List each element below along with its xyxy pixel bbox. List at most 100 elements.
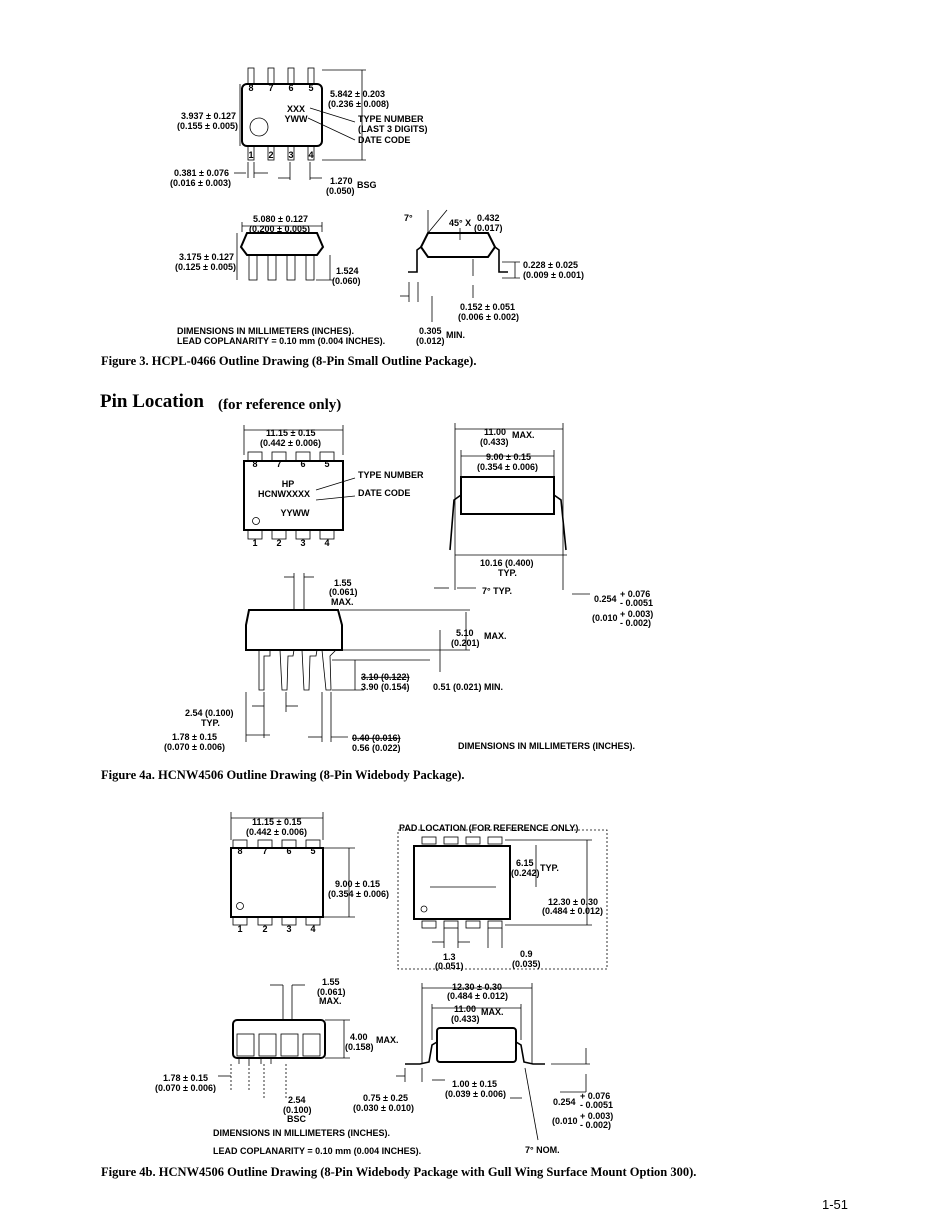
figure-4b-drawing: 8 7 6 5 1 2 3 4 11.15 ± 0.15 (0.442 ± 0.… <box>155 812 613 1156</box>
dim-length-in: (0.442 ± 0.006) <box>260 438 321 448</box>
pin-label: 8 <box>237 846 242 856</box>
dim-lead-width-mm: 1.78 ± 0.15 <box>163 1073 208 1083</box>
pin-label: 2 <box>276 538 281 548</box>
gullwing-max-in: (0.433) <box>451 1014 480 1024</box>
dim-pitch-suffix: BSC <box>287 1114 307 1124</box>
pad-total-mm: 12.30 ± 0.30 <box>548 897 598 907</box>
dim-lead-thk-in: (0.009 ± 0.001) <box>523 270 584 280</box>
dim-height-mm: 4.00 <box>350 1032 368 1042</box>
angle-label: 7° NOM. <box>525 1145 560 1155</box>
dim-width-mm: 5.842 ± 0.203 <box>330 89 385 99</box>
dim-standoff-mm: 1.55 <box>322 977 340 987</box>
gullwing-top <box>230 847 324 918</box>
date-code-label: DATE CODE <box>358 488 410 498</box>
dim-height-mm: 5.10 <box>456 628 474 638</box>
type-number-label: TYPE NUMBER <box>358 114 424 124</box>
marking-line-3: YYWW <box>281 508 311 518</box>
figure-4a-drawing: 8 7 6 5 1 2 3 4 HP HCNWXXXX YYWW TYPE NU… <box>164 423 653 753</box>
pin-label: 6 <box>286 846 291 856</box>
marking-line-2: HCNWXXXX <box>258 489 310 499</box>
dimensions-note: DIMENSIONS IN MILLIMETERS (INCHES). <box>177 326 354 336</box>
pad-location-title: PAD LOCATION (FOR REFERENCE ONLY) <box>399 823 578 833</box>
pin-label: 1 <box>248 150 253 160</box>
pin-label: 2 <box>262 924 267 934</box>
lead-thickness-in-plus: + 0.003) <box>580 1111 613 1121</box>
dim-length-in: (0.200 ± 0.005) <box>249 224 310 234</box>
pin-label: 5 <box>310 846 315 856</box>
dim-pitch: 2.54 (0.100) <box>185 708 234 718</box>
gullwing-end <box>436 1027 517 1063</box>
dim-length-mm: 5.080 ± 0.127 <box>253 214 308 224</box>
gullwing-foot-in: (0.030 ± 0.010) <box>353 1103 414 1113</box>
dim-foot-in: (0.012) <box>416 336 445 346</box>
pad-pitch-in: (0.051) <box>435 961 464 971</box>
pin-label: 5 <box>324 459 329 469</box>
dim-body-h-in: (0.125 ± 0.005) <box>175 262 236 272</box>
type-number-label: (LAST 3 DIGITS) <box>358 124 428 134</box>
widebody-top <box>243 460 344 531</box>
dim-body-width-in: (0.354 ± 0.006) <box>477 462 538 472</box>
pin1-marker <box>236 902 244 910</box>
marking-line-1: XXX <box>287 104 305 114</box>
dim-overall-h-mm: 1.524 <box>336 266 359 276</box>
dim-length-mm: 11.15 ± 0.15 <box>266 428 315 438</box>
gullwing-max-suffix: MAX. <box>481 1007 504 1017</box>
dim-standoff-in: (0.061) <box>317 987 346 997</box>
pin1-marker <box>249 117 269 137</box>
dim-height-in: (0.158) <box>345 1042 374 1052</box>
dim-standoff-mm: 1.55 <box>334 578 352 588</box>
figure-4a-caption: Figure 4a. HCNW4506 Outline Drawing (8-P… <box>101 768 465 782</box>
pin-label: 4 <box>324 538 329 548</box>
dim-row-spacing-suffix: TYP. <box>498 568 517 578</box>
dim-lead-diameter-old: 0.40 (0.016) <box>352 733 401 743</box>
gullwing-standoff-mm: 1.00 ± 0.15 <box>452 1079 497 1089</box>
pin-label: 2 <box>268 150 273 160</box>
dim-body-width-mm: 9.00 ± 0.15 <box>486 452 531 462</box>
date-code-label: DATE CODE <box>358 135 410 145</box>
dim-standoff-in: (0.061) <box>329 587 358 597</box>
pin-label: 6 <box>300 459 305 469</box>
dim-lead-width-in: (0.070 ± 0.006) <box>164 742 225 752</box>
soic-top-body <box>241 83 323 147</box>
pad-spacing-mm: 6.15 <box>516 858 534 868</box>
dim-standoff-suffix: MAX. <box>331 597 354 607</box>
pad-pitch-mm: 1.3 <box>443 952 456 962</box>
pad-location-frame <box>397 829 608 970</box>
dim-foot-suffix: MIN. <box>446 330 465 340</box>
chamfer-in: (0.017) <box>474 223 503 233</box>
widebody-end <box>460 476 555 515</box>
pad-footprint-body <box>413 845 511 920</box>
dim-pitch-suffix: TYP. <box>201 718 220 728</box>
dim-lead-width-mm: 1.78 ± 0.15 <box>172 732 217 742</box>
pin-label: 8 <box>252 459 257 469</box>
lead-thickness-in: (0.010 <box>552 1116 578 1126</box>
pin-label: 7 <box>262 846 267 856</box>
gullwing-foot-mm: 0.75 ± 0.25 <box>363 1093 408 1103</box>
dim-lead-length-old: 3.10 (0.122) <box>361 672 410 682</box>
dim-foot-mm: 0.305 <box>419 326 442 336</box>
dim-lead-in: (0.016 ± 0.003) <box>170 178 231 188</box>
lead-thickness-minus: - 0.0051 <box>580 1100 613 1110</box>
widebody-side <box>245 609 343 651</box>
dim-max-width-mm: 11.00 <box>484 427 506 437</box>
dim-standoff-in: (0.006 ± 0.002) <box>458 312 519 322</box>
dim-height-in: (0.155 ± 0.005) <box>177 121 238 131</box>
dim-pitch-mm: 1.270 <box>330 176 353 186</box>
gullwing-total-mm: 12.30 ± 0.30 <box>452 982 502 992</box>
pin-label: 7 <box>268 83 273 93</box>
dim-width-in: (0.236 ± 0.008) <box>328 99 389 109</box>
lead-thickness-plus: + 0.076 <box>580 1091 610 1101</box>
lead-thickness-in-minus: - 0.002) <box>580 1120 611 1130</box>
soic-side-body <box>239 232 325 256</box>
dim-body-h-mm: 3.175 ± 0.127 <box>179 252 234 262</box>
lead-thickness: 0.254 <box>553 1097 576 1107</box>
pin-label: 1 <box>237 924 242 934</box>
dimensions-note: DIMENSIONS IN MILLIMETERS (INCHES). <box>458 741 635 751</box>
dim-pitch-suffix: BSG <box>357 180 377 190</box>
dim-standoff-mm: 0.152 ± 0.051 <box>460 302 515 312</box>
pin-label: 7 <box>276 459 281 469</box>
angle-label: 7° TYP. <box>482 586 512 596</box>
pin1-marker <box>252 517 260 525</box>
dim-max-width-suffix: MAX. <box>512 430 535 440</box>
pin-label: 4 <box>310 924 315 934</box>
